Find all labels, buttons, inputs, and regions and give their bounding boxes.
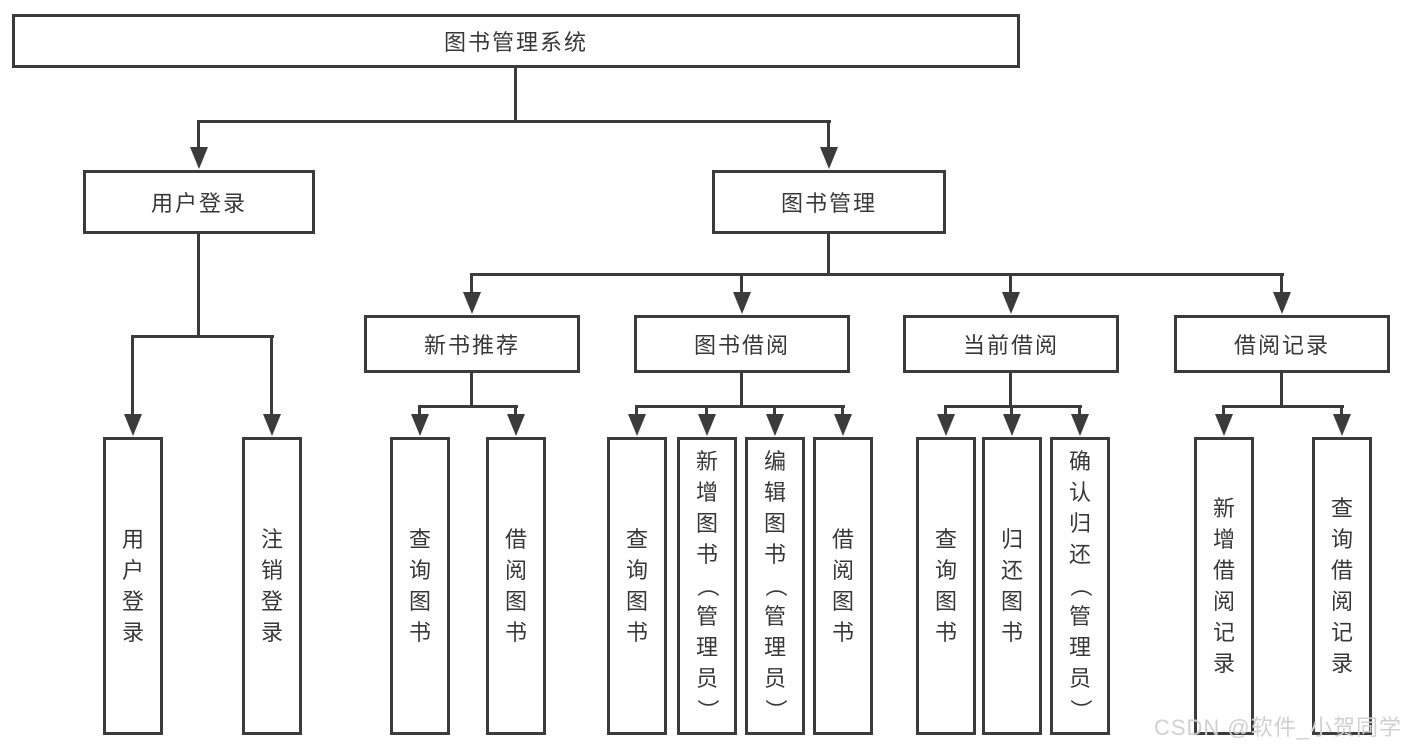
connector-bookmgmt-drop-1 [470,273,473,295]
node-label: 编辑图书（管理员） [762,449,788,722]
arrow-to-book-borrow [733,292,751,314]
node-borrow-record: 借阅记录 [1174,315,1390,373]
connector-bookmgmt-stem [827,234,830,273]
connector-bookborrow-hbar [635,405,845,408]
node-label: 借阅图书 [504,526,527,645]
node-label: 用户登录 [121,526,144,645]
node-user-login: 用户登录 [83,170,315,234]
node-label: 借阅图书 [831,526,854,645]
node-label: 注销登录 [260,526,283,645]
node-leaf-borrow-books-2: 借阅图书 [813,437,873,735]
node-label: 用户登录 [150,191,247,216]
node-label: 查询借阅记录 [1330,495,1353,676]
connector-root-left-drop [197,120,200,150]
connector-root-stem [514,68,517,120]
connector-borrowrecord-drop-2 [1340,405,1343,417]
arrow-borrowrecord-leaf-2 [1333,414,1351,436]
node-leaf-query-books-2: 查询图书 [607,437,667,735]
connector-borrowrecord-drop-1 [1222,405,1225,417]
arrow-currentborrow-leaf-2 [1003,414,1021,436]
arrow-borrowrecord-leaf-1 [1215,414,1233,436]
node-leaf-edit-books-admin: 编辑图书（管理员） [745,437,805,735]
arrow-to-book-management [820,147,838,169]
arrow-to-borrow-record [1273,292,1291,314]
connector-currentborrow-drop-2 [1010,405,1013,417]
node-leaf-confirm-return-admin: 确认归还（管理员） [1050,437,1110,735]
node-leaf-return-books: 归还图书 [982,437,1042,735]
node-leaf-query-books-3: 查询图书 [916,437,976,735]
node-label: 查询图书 [625,526,648,645]
node-leaf-query-books-1: 查询图书 [390,437,450,735]
node-leaf-logout: 注销登录 [242,437,302,735]
connector-currentborrow-stem [1009,373,1012,405]
node-label: 查询图书 [408,526,431,645]
connector-bookmgmt-drop-3 [1009,273,1012,295]
arrow-newbook-leaf-1 [411,414,429,436]
node-leaf-borrow-books-1: 借阅图书 [486,437,546,735]
connector-borrowrecord-hbar [1222,405,1344,408]
connector-userlogin-drop-1 [131,335,134,417]
connector-bookmgmt-drop-4 [1280,273,1283,295]
node-label: 新书推荐 [423,333,520,358]
node-book-management: 图书管理 [712,170,946,234]
connector-bookborrow-drop-3 [773,405,776,417]
arrow-bookborrow-leaf-2 [698,414,716,436]
connector-newbook-drop-2 [514,405,517,417]
arrow-newbook-leaf-2 [507,414,525,436]
connector-bookborrow-stem [740,373,743,405]
connector-newbook-drop-1 [418,405,421,417]
node-book-management-system: 图书管理系统 [12,14,1020,68]
node-leaf-add-borrow-record: 新增借阅记录 [1194,437,1254,735]
connector-borrowrecord-stem [1280,373,1283,405]
arrow-currentborrow-leaf-3 [1071,414,1089,436]
connector-bookborrow-drop-2 [705,405,708,417]
node-label: 图书借阅 [693,333,790,358]
csdn-watermark: CSDN @软件_小贺同学 [1153,715,1402,740]
node-new-book-recommend: 新书推荐 [364,315,580,373]
connector-userlogin-hbar [131,335,274,338]
connector-userlogin-drop-2 [270,335,273,417]
connector-currentborrow-drop-3 [1078,405,1081,417]
connector-bookborrow-drop-1 [635,405,638,417]
connector-root-right-drop [827,120,830,150]
node-label: 归还图书 [1000,526,1023,645]
node-label: 确认归还（管理员） [1067,449,1093,722]
arrow-to-new-book-recommend [463,292,481,314]
arrow-currentborrow-leaf-1 [937,414,955,436]
connector-bookborrow-drop-4 [841,405,844,417]
node-book-borrow: 图书借阅 [634,315,850,373]
node-label: 新增借阅记录 [1212,495,1235,676]
node-label: 图书管理 [780,191,877,216]
arrow-to-user-login [190,147,208,169]
node-leaf-add-books-admin: 新增图书（管理员） [677,437,737,735]
connector-newbook-hbar [418,405,518,408]
arrow-bookborrow-leaf-3 [766,414,784,436]
node-label: 查询图书 [934,526,957,645]
node-label: 新增图书（管理员） [694,449,720,722]
connector-newbook-stem [470,373,473,405]
connector-userlogin-stem [197,234,200,335]
arrow-to-leaf-user-login [124,414,142,436]
connector-bookmgmt-drop-2 [740,273,743,295]
node-label: 当前借阅 [962,333,1059,358]
connector-root-hbar [197,120,831,123]
node-leaf-user-login: 用户登录 [103,437,163,735]
node-label: 借阅记录 [1233,333,1330,358]
connector-bookmgmt-hbar [470,273,1284,276]
node-label: 图书管理系统 [443,30,588,55]
arrow-bookborrow-leaf-1 [628,414,646,436]
connector-currentborrow-drop-1 [944,405,947,417]
arrow-to-leaf-logout [263,414,281,436]
node-leaf-query-borrow-record: 查询借阅记录 [1312,437,1372,735]
arrow-to-current-borrow [1002,292,1020,314]
arrow-bookborrow-leaf-4 [834,414,852,436]
connector-currentborrow-hbar [944,405,1082,408]
node-current-borrow: 当前借阅 [903,315,1119,373]
